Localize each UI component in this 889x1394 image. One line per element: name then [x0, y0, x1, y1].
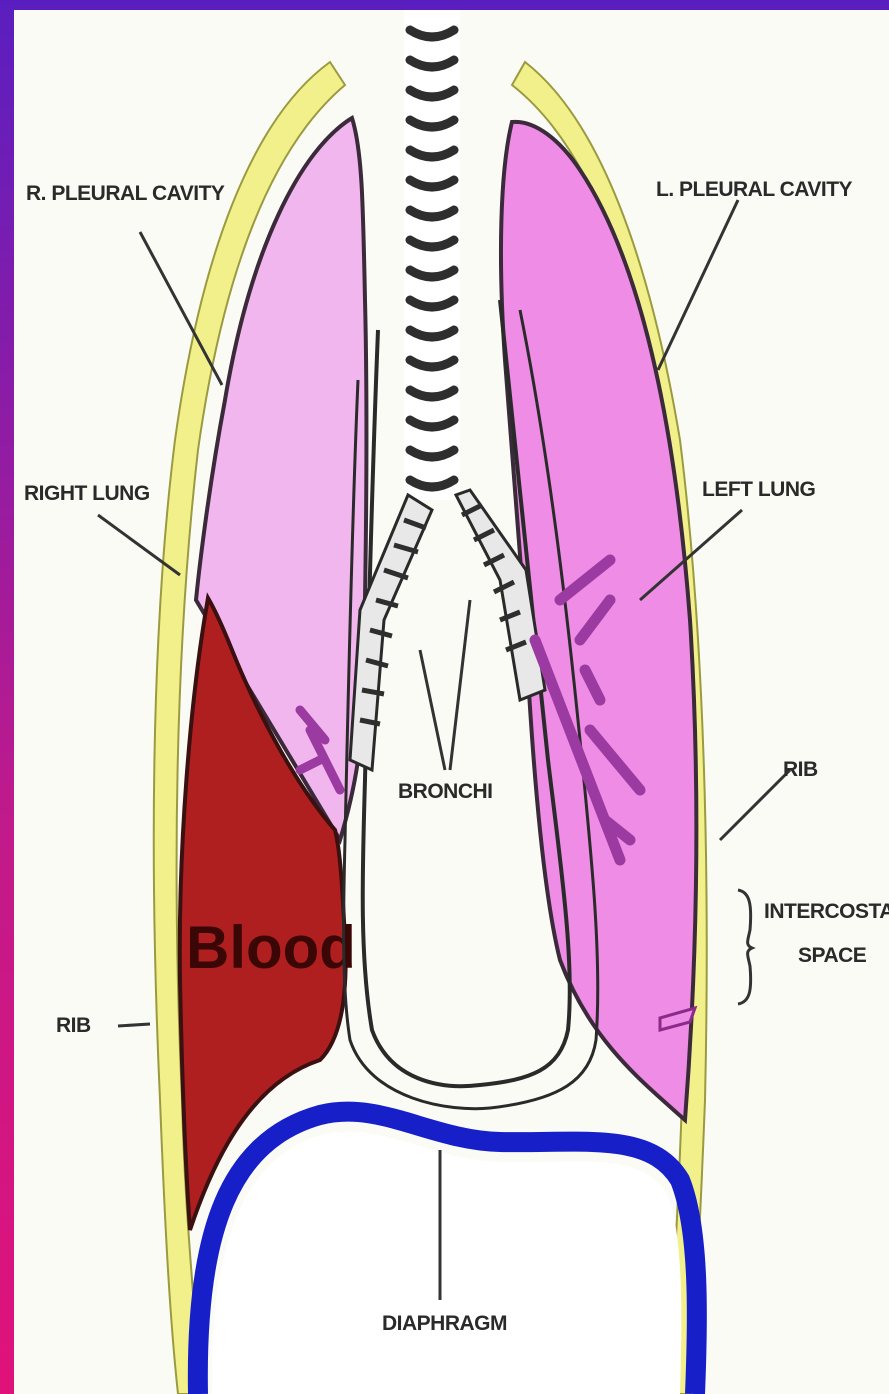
- right-lung-label: RIGHT LUNG: [24, 482, 150, 505]
- bronchi: [350, 490, 545, 770]
- left-lung-label: LEFT LUNG: [702, 478, 815, 501]
- trachea: [404, 10, 460, 500]
- r-pleural-cavity-label: R. PLEURAL CAVITY: [26, 182, 225, 205]
- l-pleural-cavity-label: L. PLEURAL CAVITY: [656, 178, 853, 201]
- space-label: SPACE: [798, 944, 867, 967]
- bronchi-label: BRONCHI: [398, 780, 493, 803]
- intercostal-label: INTERCOSTAL: [764, 900, 889, 923]
- blood-label: Blood: [186, 914, 356, 981]
- diaphragm-label: DIAPHRAGM: [382, 1312, 507, 1335]
- rib-label-right-side: RIB: [56, 1014, 91, 1037]
- diaphragm-inner: [212, 1132, 681, 1394]
- rib-label-left-side: RIB: [783, 758, 818, 781]
